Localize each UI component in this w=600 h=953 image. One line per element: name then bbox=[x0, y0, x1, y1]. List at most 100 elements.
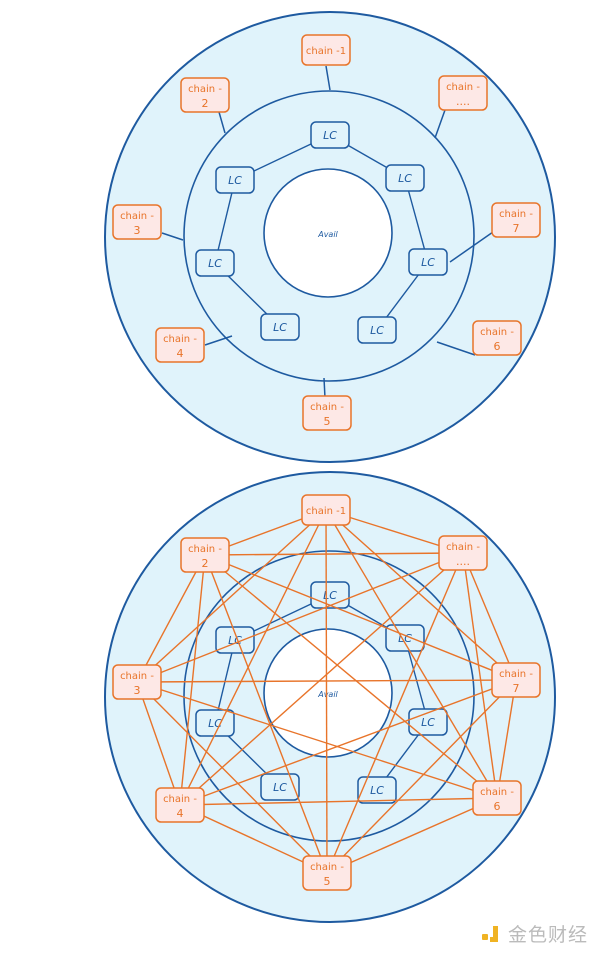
chain-connector bbox=[325, 65, 331, 91]
chain-node: chain - 3 bbox=[112, 664, 162, 700]
chain-box bbox=[491, 202, 541, 238]
chain-number: 6 bbox=[494, 340, 501, 353]
chain-node: chain -7 bbox=[491, 202, 541, 238]
chain-mesh-link bbox=[462, 552, 498, 799]
chain-node: chain -3 bbox=[112, 204, 162, 240]
chain-node: chain -4 bbox=[155, 327, 205, 363]
chain-mesh-link bbox=[179, 509, 327, 806]
chain-mesh-link bbox=[136, 681, 498, 799]
avail-core-circle bbox=[263, 168, 393, 298]
chain-mesh-link bbox=[179, 552, 464, 806]
light-client-box bbox=[260, 773, 300, 801]
chain-box bbox=[301, 34, 351, 66]
chain-label: chain - bbox=[446, 542, 480, 553]
chain-label: chain - bbox=[120, 671, 154, 682]
chain-mesh-link bbox=[179, 554, 206, 806]
light-client-box bbox=[310, 121, 350, 149]
chain-mesh-link bbox=[325, 509, 328, 874]
chain-number: 4 bbox=[177, 347, 184, 360]
chain-connector bbox=[449, 231, 494, 263]
light-client-label: LC bbox=[398, 632, 412, 645]
chain-box bbox=[438, 75, 488, 111]
watermark-text: 金色财经 bbox=[508, 924, 589, 946]
light-client-node: LC bbox=[408, 708, 448, 736]
chain-mesh-link bbox=[136, 679, 517, 683]
chain-number: .... bbox=[456, 95, 470, 108]
chain-mesh-link bbox=[462, 552, 517, 681]
light-client-node: LC bbox=[195, 249, 235, 277]
chain-mesh-link bbox=[179, 797, 498, 806]
chain-connector bbox=[204, 335, 233, 346]
chain-mesh-link bbox=[136, 509, 327, 683]
chain-number: 3 bbox=[134, 684, 141, 697]
chain-mesh-link bbox=[326, 797, 498, 874]
light-client-label: LC bbox=[370, 784, 384, 797]
light-client-node: LC bbox=[357, 776, 397, 804]
chain-connector bbox=[161, 232, 184, 241]
chain-node: chain - 4 bbox=[155, 787, 205, 823]
chain-node: chain - 6 bbox=[472, 780, 522, 816]
light-client-node: LC bbox=[310, 121, 350, 149]
light-client-node: LC bbox=[260, 773, 300, 801]
chain-label: chain - bbox=[480, 787, 514, 798]
chain-node: chain - 5 bbox=[302, 855, 352, 891]
light-client-label: LC bbox=[323, 129, 337, 142]
chain-number: 5 bbox=[324, 415, 331, 428]
watermark: 金色财经 bbox=[482, 920, 588, 947]
avail-label: Avail bbox=[317, 690, 338, 699]
chain-number: 7 bbox=[513, 682, 520, 695]
light-client-box bbox=[357, 776, 397, 804]
chain-node: chain -2 bbox=[180, 537, 230, 573]
light-client-box bbox=[357, 316, 397, 344]
chain-mesh-link bbox=[136, 554, 206, 683]
chain-box bbox=[302, 855, 352, 891]
chain-number: .... bbox=[456, 555, 470, 568]
chain-number: 5 bbox=[324, 875, 331, 888]
chain-label: chain - bbox=[499, 669, 533, 680]
light-client-node: LC bbox=[408, 248, 448, 276]
chain-connector bbox=[323, 377, 326, 399]
chain-box bbox=[112, 664, 162, 700]
chain-box bbox=[180, 537, 230, 573]
chain-mesh-link bbox=[325, 509, 498, 799]
chain-box bbox=[472, 320, 522, 356]
light-client-label: LC bbox=[323, 589, 337, 602]
watermark-logo-icon bbox=[482, 924, 502, 944]
chain-label: chain - bbox=[163, 794, 197, 805]
light-client-box bbox=[385, 164, 425, 192]
chain-mesh-link bbox=[204, 554, 517, 681]
chain-number: 2 bbox=[202, 557, 209, 570]
light-client-label: LC bbox=[273, 781, 287, 794]
chain-number: 3 bbox=[134, 224, 141, 237]
light-client-box bbox=[260, 313, 300, 341]
chain-node: chain -1 bbox=[301, 34, 351, 66]
chain-label: chain - bbox=[446, 82, 480, 93]
chain-box bbox=[301, 494, 351, 526]
chain-box bbox=[155, 327, 205, 363]
chain-label: chain - bbox=[310, 402, 344, 413]
chain-mesh-link bbox=[496, 679, 517, 799]
chain-box bbox=[112, 204, 162, 240]
light-client-label: LC bbox=[370, 324, 384, 337]
chain-number: 6 bbox=[494, 800, 501, 813]
chain-label: chain -1 bbox=[306, 46, 346, 57]
chain-mesh-link bbox=[204, 554, 498, 799]
chain-node: chain -.... bbox=[438, 535, 488, 571]
chain-node: chain - 5 bbox=[302, 395, 352, 431]
chain-connector bbox=[218, 111, 226, 134]
light-client-node: LC bbox=[310, 581, 350, 609]
chain-label: chain -1 bbox=[306, 506, 346, 517]
light-client-label: LC bbox=[421, 716, 435, 729]
chain-mesh-link bbox=[325, 509, 517, 681]
light-client-label: LC bbox=[398, 172, 412, 185]
chain-label: chain - bbox=[310, 862, 344, 873]
lc-link bbox=[214, 179, 236, 264]
light-client-box bbox=[195, 249, 235, 277]
chain-node: chain -6 bbox=[472, 320, 522, 356]
chain-node: chain -1 bbox=[301, 494, 351, 526]
chain-number: 4 bbox=[177, 807, 184, 820]
chain-node: chain -.... bbox=[438, 75, 488, 111]
chain-box bbox=[491, 662, 541, 698]
